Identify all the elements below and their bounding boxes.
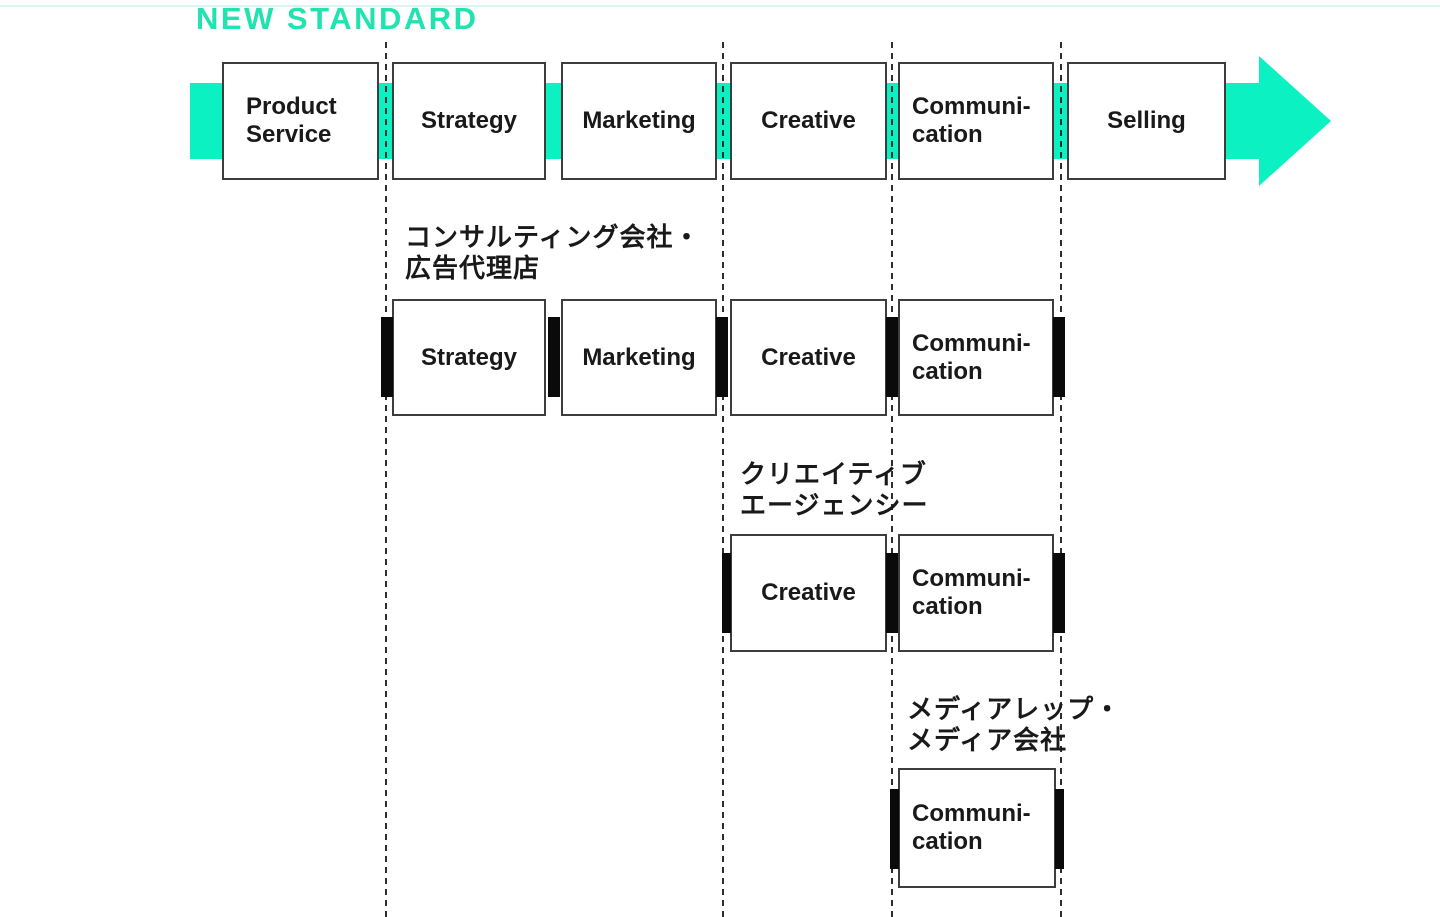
- box-label-line: Strategy: [420, 343, 518, 371]
- flow-box-selling: Selling: [1067, 62, 1226, 180]
- group1-box-strategy: Strategy: [392, 299, 546, 416]
- box-label-line: Communi-: [912, 93, 1031, 120]
- group3-box-communication: Communi- cation: [898, 768, 1056, 888]
- group-label-media-rep: メディアレップ・ メディア会社: [907, 694, 1121, 756]
- group-label-line: エージェンシー: [740, 490, 929, 520]
- box-label-line: Marketing: [582, 343, 696, 371]
- flow-box-creative: Creative: [730, 62, 887, 180]
- handoff-connector: [548, 317, 560, 397]
- flow-arrow-head-icon: [1259, 56, 1331, 186]
- flow-box-communication: Communi- cation: [898, 62, 1054, 180]
- handoff-connector: [886, 317, 898, 397]
- box-label: Marketing: [582, 107, 695, 135]
- box-label: Communi- cation: [912, 800, 1031, 856]
- box-label: Creative: [761, 579, 856, 607]
- handoff-connector: [716, 317, 728, 397]
- box-label: Communi- cation: [912, 565, 1031, 621]
- box-label-line: Selling: [1107, 107, 1186, 134]
- box-label-line: Creative: [761, 579, 856, 606]
- box-label-line: Creative: [761, 343, 856, 371]
- phase-divider-line-4: [1060, 42, 1062, 917]
- handoff-connector: [1053, 317, 1065, 397]
- group2-box-communication: Communi- cation: [898, 534, 1054, 652]
- box-label: Selling: [1107, 107, 1186, 135]
- group-label-line: コンサルティング会社・: [405, 222, 701, 252]
- box-label-line: cation: [912, 357, 983, 385]
- phase-divider-line-1: [385, 42, 387, 917]
- box-label-line: cation: [912, 121, 983, 148]
- group-label-line: 広告代理店: [405, 253, 541, 283]
- flow-box-product-service: Product Service: [222, 62, 379, 180]
- phase-divider-line-2: [722, 42, 724, 917]
- group1-box-marketing: Marketing: [561, 299, 717, 416]
- group-label-line: メディアレップ・: [907, 694, 1122, 724]
- box-label: Strategy: [421, 344, 517, 372]
- box-label-line: Creative: [761, 107, 856, 134]
- group-label-creative-agency: クリエイティブ エージェンシー: [740, 459, 928, 521]
- group-label-line: クリエイティブ: [740, 459, 927, 489]
- handoff-connector: [722, 553, 731, 633]
- box-label: Creative: [761, 344, 856, 372]
- handoff-connector: [381, 317, 393, 397]
- box-label: Strategy: [421, 107, 517, 135]
- box-label: Communi- cation: [912, 330, 1031, 386]
- top-divider-line: [0, 5, 1440, 7]
- box-label-line: Communi-: [912, 329, 1031, 357]
- handoff-connector: [890, 789, 899, 869]
- group1-box-communication: Communi- cation: [898, 299, 1054, 416]
- box-label: Marketing: [582, 344, 695, 372]
- group2-box-creative: Creative: [730, 534, 887, 652]
- handoff-connector: [886, 553, 898, 633]
- box-label-line: Product: [246, 93, 337, 120]
- phase-divider-line-3: [891, 42, 893, 917]
- handoff-connector: [1055, 789, 1064, 869]
- flow-box-marketing: Marketing: [561, 62, 717, 180]
- box-label-line: Service: [246, 121, 332, 148]
- group-label-line: メディア会社: [907, 725, 1068, 755]
- box-label: Creative: [761, 107, 856, 135]
- box-label: Communi- cation: [912, 93, 1031, 149]
- flow-box-strategy: Strategy: [392, 62, 546, 180]
- group1-box-creative: Creative: [730, 299, 887, 416]
- box-label-line: cation: [912, 828, 983, 855]
- box-label-line: cation: [912, 593, 983, 620]
- box-label-line: Communi-: [912, 565, 1031, 592]
- box-label: Product Service: [246, 93, 337, 149]
- box-label-line: Marketing: [582, 107, 696, 134]
- box-label-line: Communi-: [912, 800, 1031, 827]
- page-title: NEW STANDARD: [196, 1, 479, 36]
- group-label-consulting-ad-agency: コンサルティング会社・ 広告代理店: [405, 222, 700, 284]
- box-label-line: Strategy: [420, 107, 518, 134]
- handoff-connector: [1053, 553, 1065, 633]
